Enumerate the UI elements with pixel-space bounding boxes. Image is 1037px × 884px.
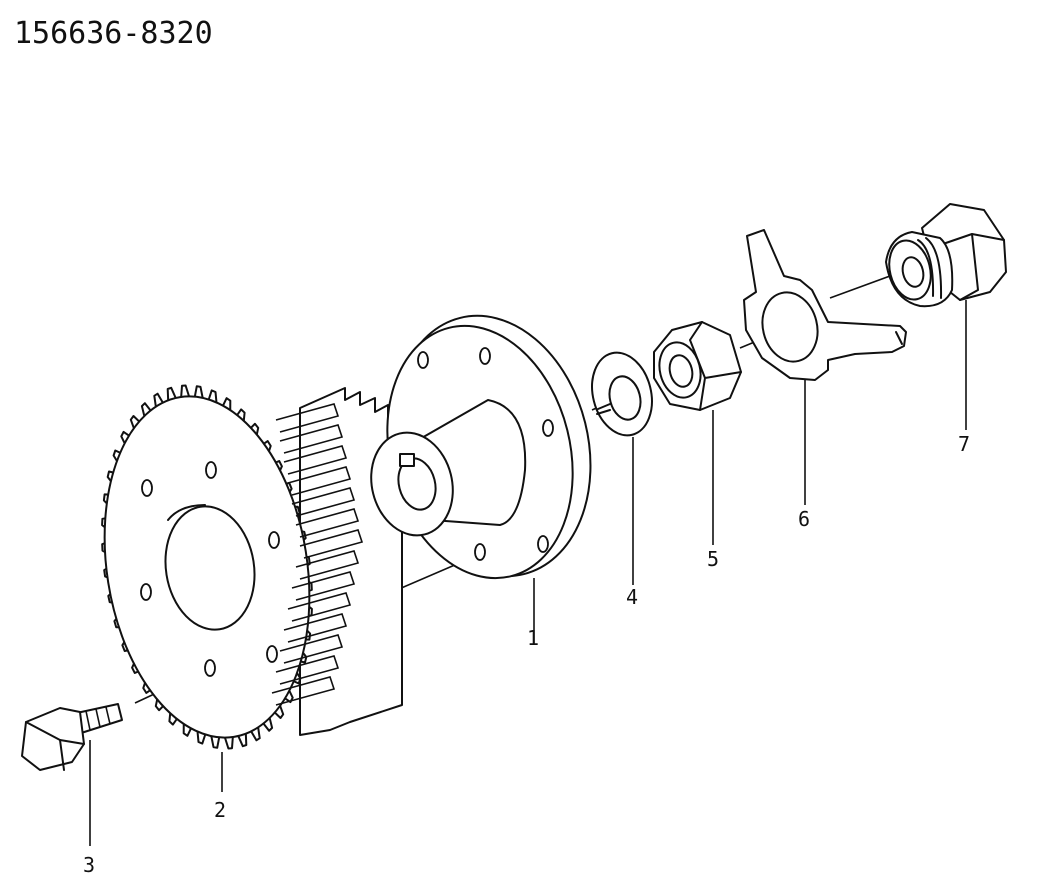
gear-tooth-flank [295,550,360,580]
part-label-7: 7 [958,432,970,456]
hub-bolt-hole [474,543,486,561]
gear-tooth-flank [299,529,364,559]
part-label-2: 2 [214,798,226,822]
bolt-part [21,703,123,771]
hub-bolt-hole [542,419,554,437]
gear-bolt-hole [205,461,217,479]
lock-plate-part [743,229,907,381]
gear-tooth-flank [287,592,352,622]
gear-tooth-flank [283,613,348,643]
drawing-number: 156636-8320 [14,16,213,51]
gear-tooth-flank [271,676,336,706]
gear-tooth-flank [287,466,352,496]
gear-tooth-flank [275,403,340,433]
gear-bolt-hole [204,659,216,677]
hub-part [370,314,592,580]
gear-tooth-flank [275,655,340,685]
part-label-4: 4 [626,585,638,609]
gear-tooth-flanks [271,403,364,706]
gear-tooth-flank [279,424,344,454]
gear-tooth-flank [291,487,356,517]
washer-part [591,351,653,437]
hub-bolt-hole [479,347,491,365]
gear-tooth-flank [295,508,360,538]
part-label-1: 1 [527,626,539,650]
gear-bolt-hole [141,479,153,497]
label-leader-lines [89,300,967,846]
plug-part [885,203,1007,308]
part-label-5: 5 [707,547,719,571]
gear-tooth-flank [283,445,348,475]
hub-bolt-hole [537,535,549,553]
nut-part [653,321,742,411]
gear-part [101,384,403,750]
part-label-6: 6 [798,507,810,531]
part-label-3: 3 [83,853,95,877]
gear-tooth-flank [279,634,344,664]
gear-bolt-hole [268,531,280,549]
gear-tooth-flank [291,571,356,601]
gear-bolt-hole [140,583,152,601]
hub-bolt-hole [417,351,429,369]
gear-bolt-hole [266,645,278,663]
